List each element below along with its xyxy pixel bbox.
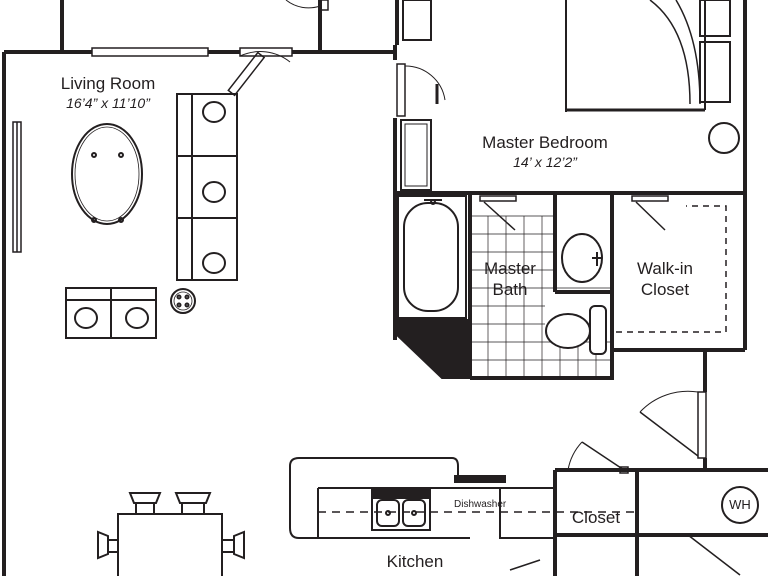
tub-surround bbox=[397, 319, 471, 379]
doors bbox=[227, 0, 741, 576]
bathtub bbox=[397, 195, 467, 319]
water-heater-label: WH bbox=[729, 497, 751, 512]
dresser bbox=[400, 119, 432, 191]
sink-icon bbox=[371, 489, 431, 531]
vanity-sink bbox=[561, 233, 603, 283]
master-bedroom-dims: 14’ x 12’2” bbox=[513, 154, 577, 170]
master-bath-label-1: Master bbox=[484, 259, 536, 278]
living-room-label: Living Room bbox=[60, 74, 156, 93]
living-room-dims: 16’4” x 11’10” bbox=[66, 95, 150, 111]
dishwasher-label: Dishwasher bbox=[454, 499, 507, 510]
toilet bbox=[545, 305, 607, 355]
bed bbox=[565, 0, 706, 112]
master-bath-label-2: Bath bbox=[492, 280, 528, 299]
tile-floor bbox=[470, 215, 612, 378]
closet-label: Closet bbox=[571, 508, 621, 527]
loveseat bbox=[65, 287, 157, 339]
master-bedroom-label: Master Bedroom bbox=[482, 133, 608, 152]
closet-shelf bbox=[616, 205, 727, 333]
nightstands bbox=[402, 0, 731, 103]
water-heater-icon bbox=[721, 486, 759, 524]
walkin-closet-label-1: Walk-in bbox=[636, 259, 694, 278]
kitchen-counter bbox=[289, 457, 640, 539]
sofa bbox=[176, 93, 238, 281]
windows bbox=[12, 47, 293, 253]
walkin-closet-label-2: Closet bbox=[640, 280, 690, 299]
side-table bbox=[170, 288, 196, 314]
chair bbox=[708, 122, 740, 154]
kitchen-label: Kitchen bbox=[386, 552, 444, 571]
coffee-table bbox=[71, 123, 143, 225]
dining-set bbox=[97, 492, 245, 576]
dishwasher-panel bbox=[454, 475, 506, 483]
